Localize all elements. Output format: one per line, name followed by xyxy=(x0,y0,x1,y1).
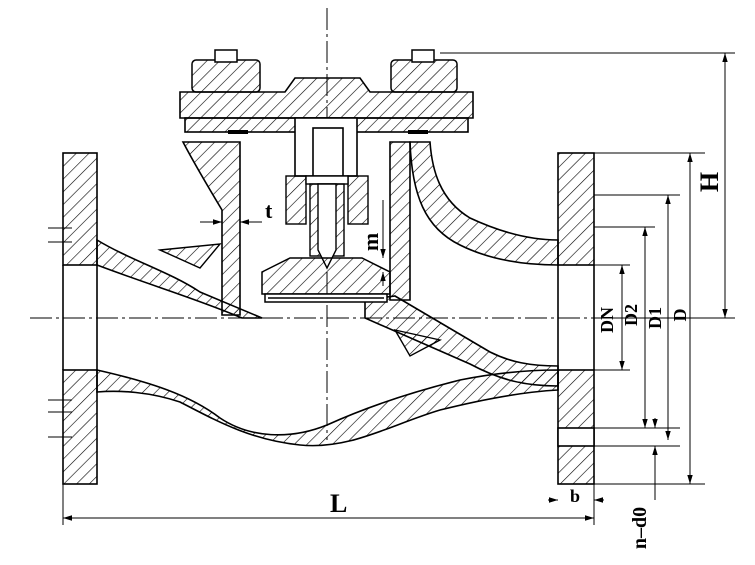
gaskets xyxy=(228,130,428,134)
label-m: m xyxy=(358,233,383,251)
dimension-labels: H t m L b DN D2 D1 D n–d0 xyxy=(265,172,724,549)
dimension-lines xyxy=(62,52,735,525)
valve-disc xyxy=(261,257,391,303)
valve-body xyxy=(96,141,559,447)
label-D1: D1 xyxy=(645,307,665,329)
disc-guide xyxy=(285,175,369,270)
bonnet xyxy=(179,77,474,177)
bolt-left xyxy=(191,59,261,93)
bolt-right xyxy=(390,59,458,93)
label-H: H xyxy=(695,172,724,192)
label-DN: DN xyxy=(597,307,617,333)
bonnet-bolts xyxy=(191,49,458,93)
right-flange xyxy=(557,152,595,485)
label-L: L xyxy=(330,489,347,518)
left-flange xyxy=(48,152,98,485)
seat-rib xyxy=(157,243,442,357)
label-t: t xyxy=(265,198,273,223)
label-b: b xyxy=(570,486,580,506)
label-D: D xyxy=(670,309,690,322)
label-n-d0: n–d0 xyxy=(629,507,651,549)
label-D2: D2 xyxy=(621,304,641,326)
